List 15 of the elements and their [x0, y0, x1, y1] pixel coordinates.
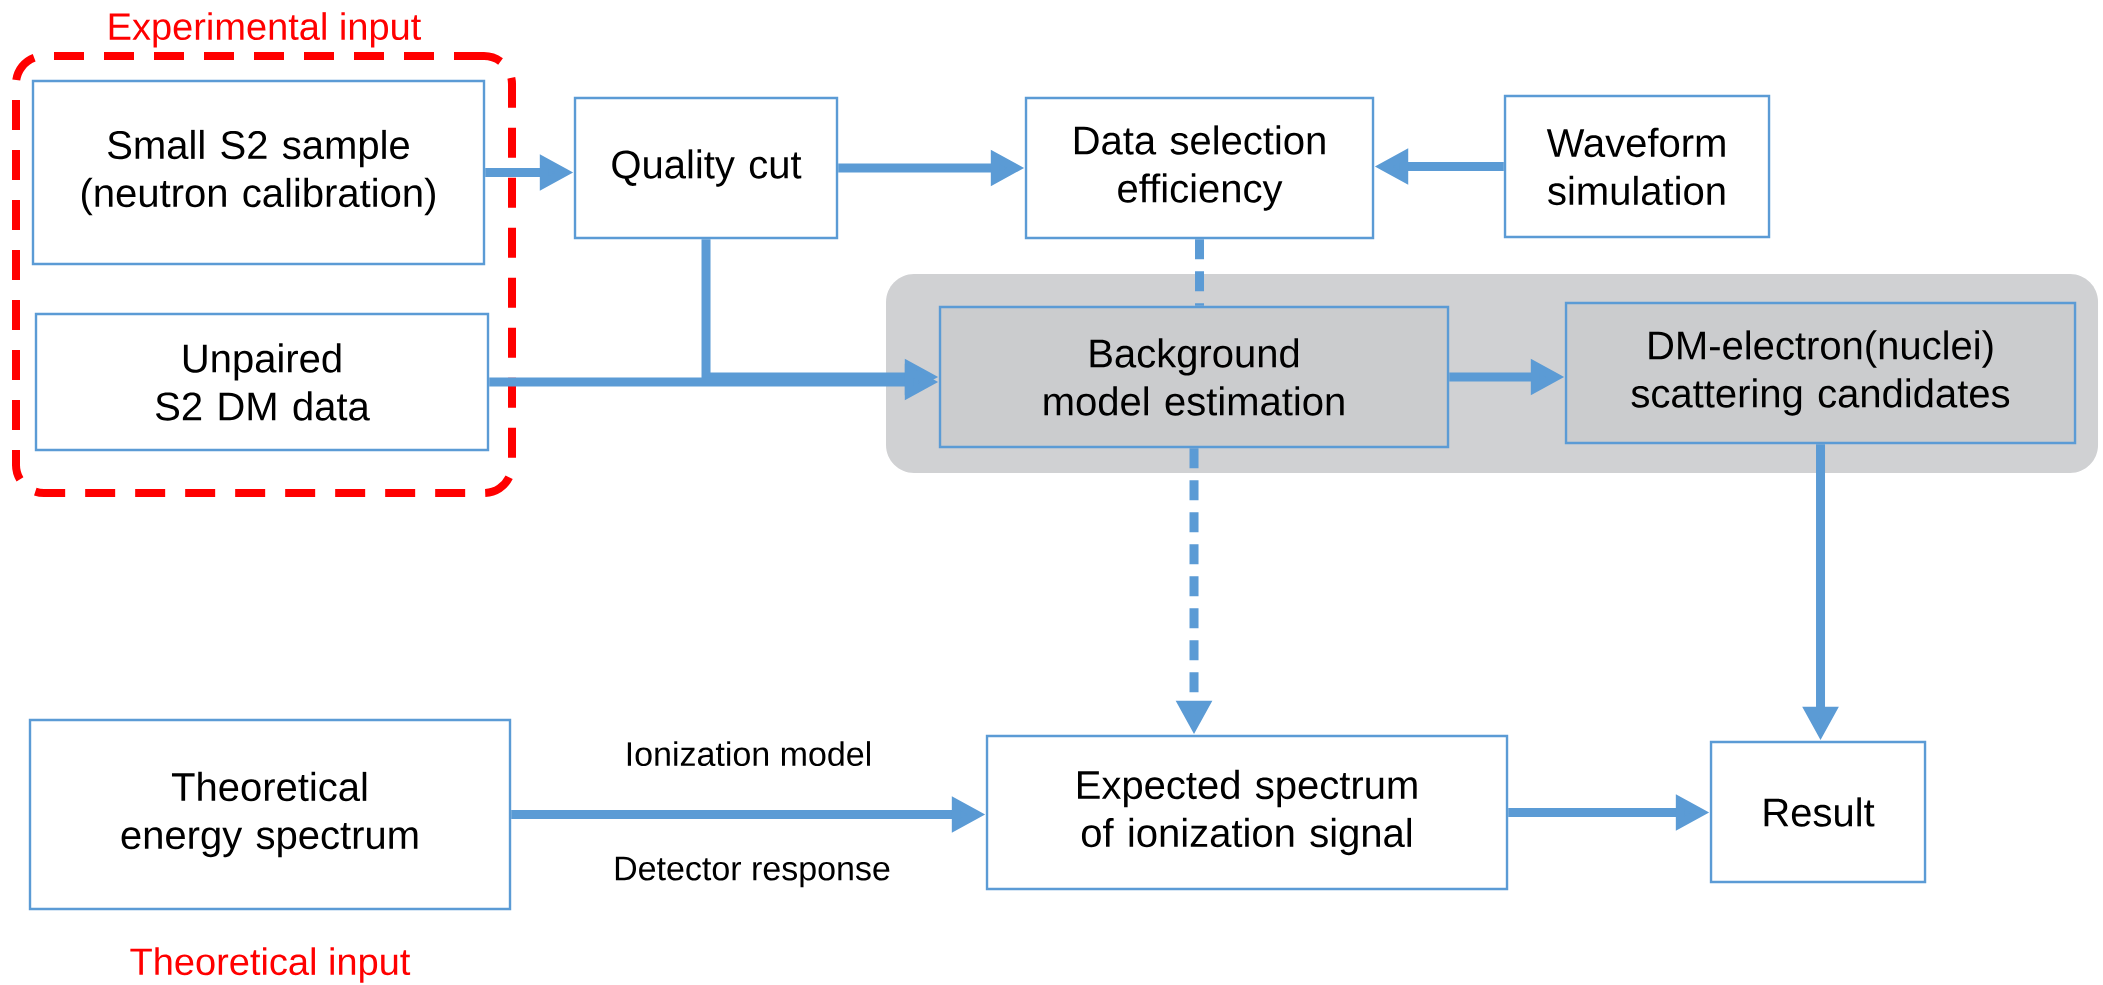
- line-label: Detector response: [609, 852, 895, 892]
- group-heading: Experimental input: [109, 12, 421, 48]
- process-box: DM-electron(nuclei) scattering candidates: [1564, 301, 2077, 445]
- process-box: Quality cut: [573, 96, 839, 240]
- process-box: Unpaired S2 DM data: [34, 312, 490, 452]
- dashed-line: [1195, 239, 1204, 306]
- input-caption: Theoretical input: [130, 947, 411, 983]
- process-box: Small S2 sample (neutron calibration): [31, 79, 486, 266]
- process-box: Data selection efficiency: [1024, 96, 1375, 240]
- process-box: Expected spectrum of ionization signal: [985, 734, 1509, 891]
- edge-label: Ionization model: [620, 737, 877, 771]
- process-box: Theoretical energy spectrum: [28, 718, 512, 911]
- process-box: Result: [1709, 740, 1927, 884]
- process-box: Background model estimation: [938, 305, 1450, 449]
- process-box: Waveform simulation: [1503, 94, 1771, 239]
